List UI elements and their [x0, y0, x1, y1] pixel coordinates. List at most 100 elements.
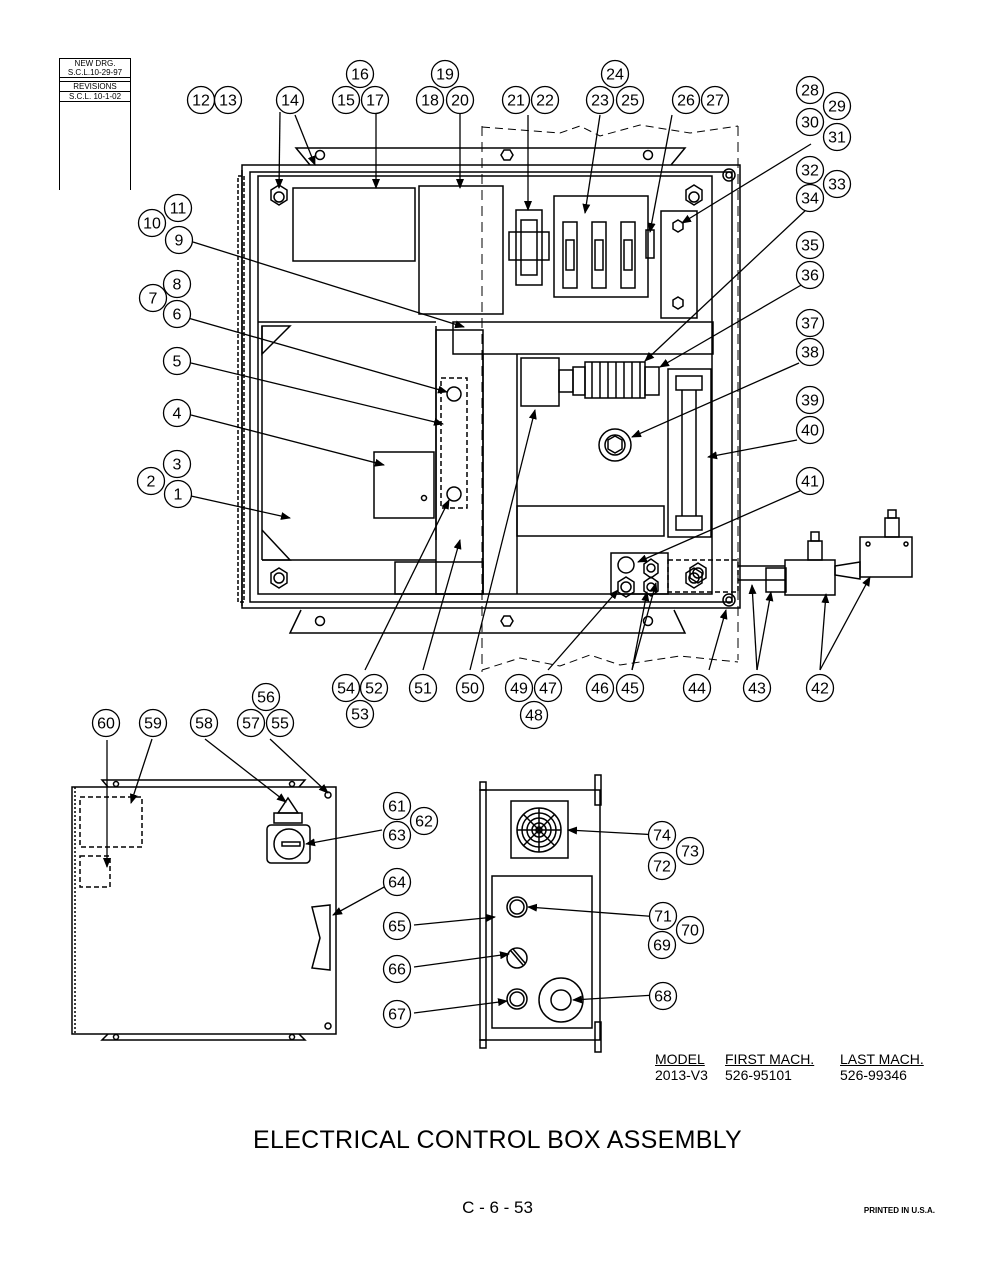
- header-last-machine: LAST MACH.: [840, 1051, 924, 1067]
- callout-number-22: 22: [536, 93, 554, 110]
- callout-number-70: 70: [681, 923, 699, 940]
- callout-number-5: 5: [173, 354, 182, 371]
- callout-number-40: 40: [801, 423, 819, 440]
- callout-circle-13: [213, 85, 243, 115]
- new-drg-label: NEW DRG.: [74, 59, 116, 68]
- callout-number-21: 21: [507, 93, 525, 110]
- callout-number-55: 55: [271, 716, 289, 733]
- callout-number-67: 67: [388, 1007, 406, 1024]
- callout-number-59: 59: [144, 716, 162, 733]
- relay-component: [418, 185, 504, 315]
- callout-number-13: 13: [219, 93, 237, 110]
- callout-number-72: 72: [653, 859, 671, 876]
- external-fittings: [738, 509, 913, 596]
- callout-circle-23: [585, 85, 615, 115]
- callout-number-62: 62: [415, 814, 433, 831]
- callout-number-68: 68: [654, 989, 672, 1006]
- callout-number-38: 38: [801, 345, 819, 362]
- new-drawing-cell: NEW DRG. S.C.L.10-29-97: [60, 58, 130, 78]
- callout-circle-7: [138, 283, 168, 313]
- callout-number-14: 14: [281, 93, 299, 110]
- header-model: MODEL: [655, 1051, 705, 1067]
- callout-circle-61: [382, 791, 412, 821]
- callout-circle-55: [265, 708, 295, 738]
- callout-number-37: 37: [801, 316, 819, 333]
- callout-number-30: 30: [801, 115, 819, 132]
- callout-circle-62: [409, 806, 439, 836]
- callout-circle-29: [822, 91, 852, 121]
- callout-circle-26: [671, 85, 701, 115]
- leader-lines: [103, 111, 871, 1014]
- main-enclosure: [237, 124, 741, 672]
- callout-number-26: 26: [677, 93, 695, 110]
- model-table-header: MODEL FIRST MACH. LAST MACH.: [655, 1051, 945, 1067]
- callout-number-52: 52: [365, 681, 383, 698]
- callout-circle-73: [675, 836, 705, 866]
- callout-number-34: 34: [801, 191, 819, 208]
- callout-number-61: 61: [388, 799, 406, 816]
- callout-number-9: 9: [175, 233, 184, 250]
- callout-circle-19: [430, 59, 460, 89]
- cell-first-machine: 526-95101: [725, 1067, 792, 1083]
- callout-circle-46: [585, 673, 615, 703]
- callout-circle-24: [600, 59, 630, 89]
- revision-block: NEW DRG. S.C.L.10-29-97 REVISIONS S.C.L.…: [59, 58, 131, 190]
- callout-number-33: 33: [828, 177, 846, 194]
- callout-circle-64: [382, 867, 412, 897]
- callout-circle-66: [382, 954, 412, 984]
- callout-circle-47: [533, 673, 563, 703]
- callout-circle-43: [742, 673, 772, 703]
- callout-circle-53: [345, 699, 375, 729]
- drawing-title: ELECTRICAL CONTROL BOX ASSEMBLY: [252, 1126, 743, 1154]
- callout-circle-65: [382, 911, 412, 941]
- callout-number-66: 66: [388, 962, 406, 979]
- callout-number-35: 35: [801, 238, 819, 255]
- callout-circle-3: [162, 449, 192, 479]
- callout-circle-20: [445, 85, 475, 115]
- callout-circle-15: [331, 85, 361, 115]
- callout-circle-38: [795, 337, 825, 367]
- callout-circle-27: [700, 85, 730, 115]
- callout-circle-32: [795, 155, 825, 185]
- callout-number-36: 36: [801, 268, 819, 285]
- callout-circle-6: [162, 299, 192, 329]
- callout-circle-56: [251, 682, 281, 712]
- callout-number-64: 64: [388, 875, 406, 892]
- callout-number-20: 20: [451, 93, 469, 110]
- callout-circle-9: [164, 225, 194, 255]
- callout-circle-33: [822, 169, 852, 199]
- callout-circle-70: [675, 915, 705, 945]
- callout-circle-8: [162, 269, 192, 299]
- callout-number-48: 48: [525, 708, 543, 725]
- callout-number-23: 23: [591, 93, 609, 110]
- callout-circle-71: [648, 901, 678, 931]
- model-table: MODEL FIRST MACH. LAST MACH. 2013-V3 526…: [655, 1051, 945, 1083]
- callout-circle-72: [647, 851, 677, 881]
- callout-number-73: 73: [681, 844, 699, 861]
- callout-circle-49: [504, 673, 534, 703]
- mounting-nuts: [270, 184, 703, 589]
- callout-circle-1: [163, 479, 193, 509]
- contactor-component: [516, 505, 665, 537]
- callout-circle-37: [795, 308, 825, 338]
- cell-last-machine: 526-99346: [840, 1067, 907, 1083]
- callout-number-6: 6: [173, 307, 182, 324]
- new-drg-value: S.C.L.10-29-97: [67, 68, 123, 77]
- controller-panel: [261, 325, 468, 561]
- callout-number-4: 4: [173, 406, 182, 423]
- callout-number-32: 32: [801, 163, 819, 180]
- callout-number-41: 41: [801, 474, 819, 491]
- revisions-cell: REVISIONS S.C.L. 10-1-02: [60, 81, 130, 102]
- callout-number-24: 24: [606, 67, 624, 84]
- callout-circle-74: [647, 820, 677, 850]
- callout-number-27: 27: [706, 93, 724, 110]
- transformer-component: [292, 187, 416, 262]
- callout-circle-4: [162, 398, 192, 428]
- operator-panel: [479, 774, 602, 1053]
- callout-number-25: 25: [621, 93, 639, 110]
- callout-number-46: 46: [591, 681, 609, 698]
- callout-circle-36: [795, 260, 825, 290]
- callout-number-56: 56: [257, 690, 275, 707]
- callout-circle-5: [162, 346, 192, 376]
